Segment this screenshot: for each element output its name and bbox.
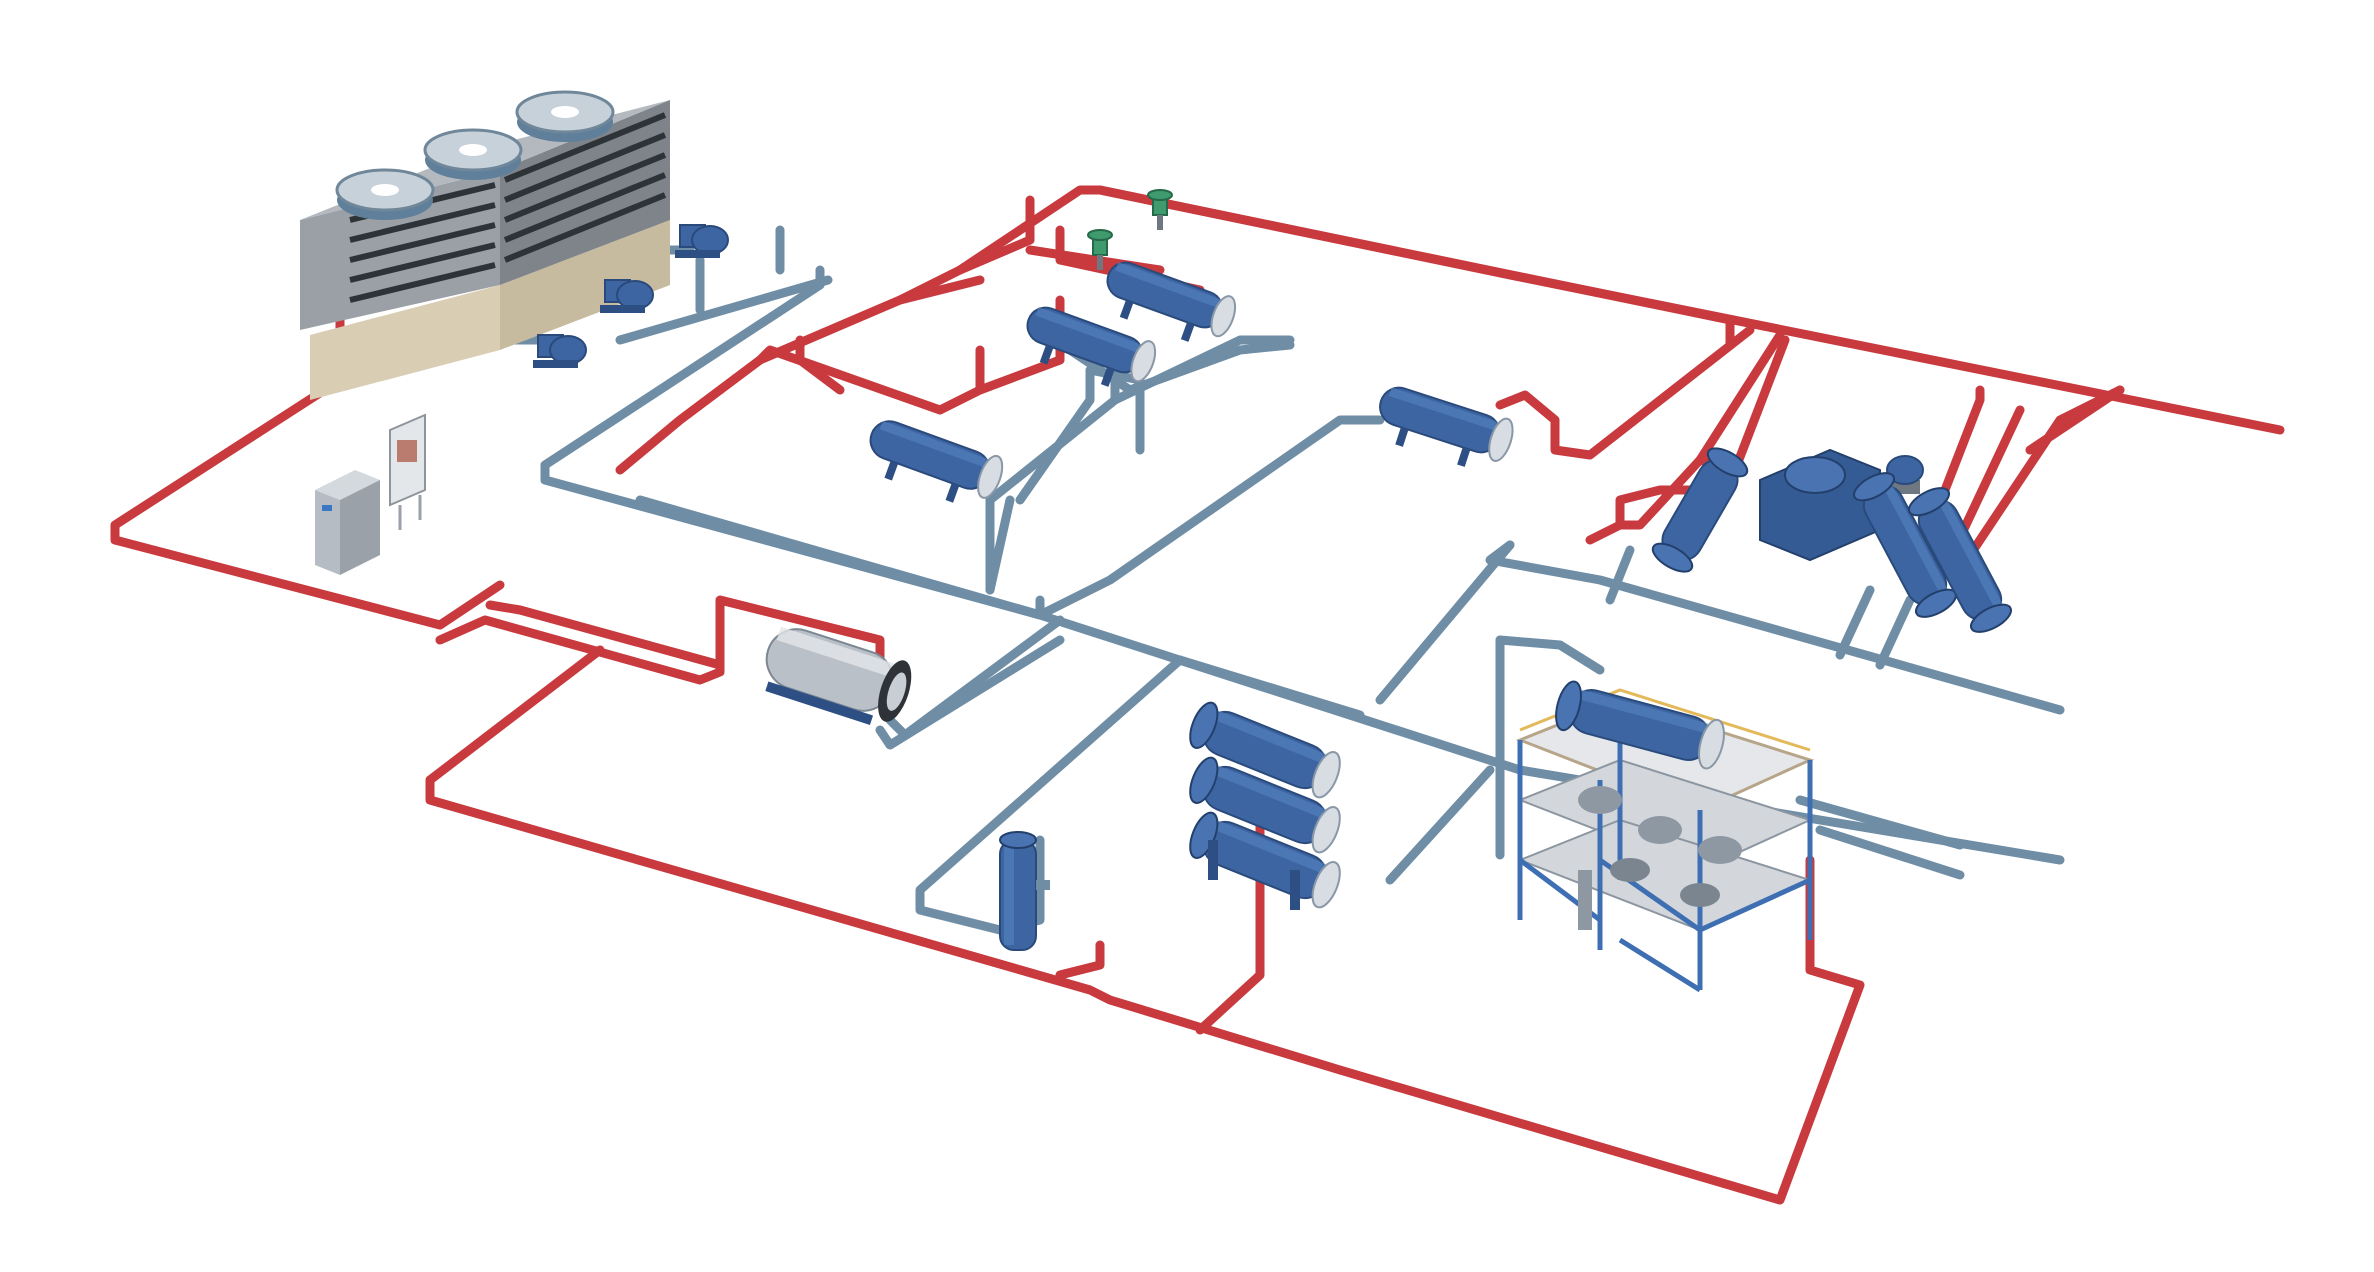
cooling-tower-icon (300, 90, 670, 400)
pump-icon (600, 279, 654, 313)
vertical-exchanger-icon (1908, 487, 2012, 633)
shell-tube-exchanger-icon (869, 420, 1004, 503)
shell-tube-exchanger-icon (1379, 386, 1514, 467)
shell-tube-exchanger-icon (1106, 261, 1237, 342)
shell-tube-exchanger-icon (1555, 680, 1725, 770)
drum-heater-icon (765, 626, 912, 726)
pump-icon (675, 224, 729, 258)
shell-tube-exchanger-icon (1026, 306, 1157, 387)
vertical-exchanger-icon (1853, 472, 1957, 618)
pump-icon (533, 334, 587, 368)
vertical-vessel-icon (999, 831, 1050, 951)
control-valve-icon (1087, 229, 1113, 270)
control-valve-icon (1147, 189, 1173, 230)
stacked-exchanger-icon (1189, 701, 1341, 910)
panel-board-icon (389, 413, 426, 530)
compressor-icon (1651, 447, 1924, 573)
cabinet-icon (315, 470, 380, 575)
